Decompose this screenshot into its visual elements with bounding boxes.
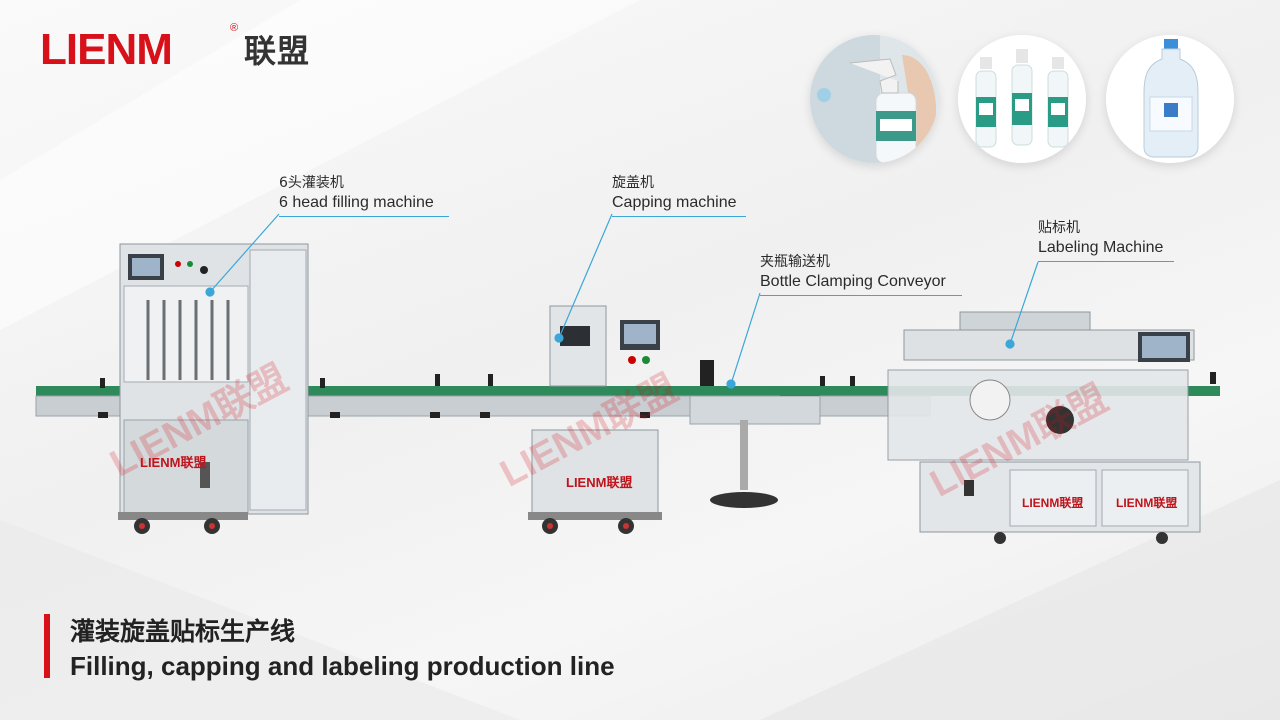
labeling-machine-plate-1: LIENM联盟 [1022,496,1084,510]
spray-bottles-icon [958,35,1086,163]
callout-labeling: 贴标机 Labeling Machine [1038,219,1174,262]
callout-labeling-underline [1038,261,1174,262]
filling-machine-plate: LIENM联盟 [140,455,207,470]
product-three-sprays [958,35,1086,163]
callout-labeling-en: Labeling Machine [1038,239,1164,256]
registered-mark: ® [230,22,239,34]
callout-conveyor: 夹瓶输送机 Bottle Clamping Conveyor [760,253,962,296]
logo-chinese: 联盟 [244,32,311,70]
brand-logo[interactable]: LIENM ® 联盟 [40,22,340,74]
capping-machine-plate: LIENM联盟 [566,475,633,490]
callout-filling-underline [279,216,449,217]
callout-capping-en: Capping machine [612,194,737,211]
callout-conveyor-en: Bottle Clamping Conveyor [760,273,946,290]
logo-wordmark: LIENM [40,25,173,74]
callout-capping-underline [612,216,746,217]
capping-machine [528,305,778,534]
title-accent-bar [44,614,50,678]
callout-filling: 6头灌装机 6 head filling machine [279,174,449,217]
labeling-machine-plate-2: LIENM联盟 [1116,496,1178,510]
callout-capping: 旋盖机 Capping machine [612,174,746,217]
callout-filling-cn: 6头灌装机 [279,175,344,191]
callout-conveyor-cn: 夹瓶输送机 [760,254,830,270]
callout-filling-en: 6 head filling machine [279,194,434,211]
product-clear-bottle [1106,35,1234,163]
callout-labeling-cn: 贴标机 [1038,220,1080,236]
callout-capping-cn: 旋盖机 [612,175,654,191]
page-title-cn: 灌装旋盖贴标生产线 [70,617,296,646]
liquid-bottle-icon [1106,35,1234,163]
labeling-machine [887,311,1201,544]
callout-conveyor-underline [760,295,962,296]
filling-machine [118,243,309,534]
page-title-en: Filling, capping and labeling production… [70,651,615,681]
